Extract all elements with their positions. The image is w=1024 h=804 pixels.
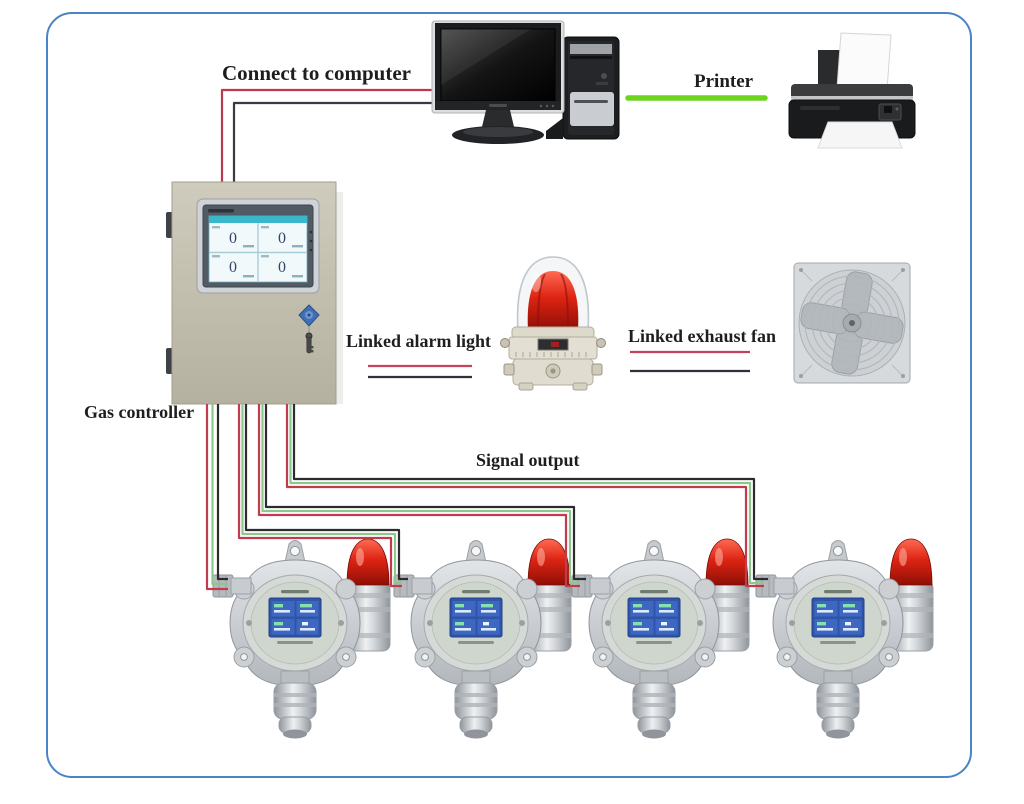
fan-grille xyxy=(804,275,900,371)
label-linked-exhaust-fan: Linked exhaust fan xyxy=(628,326,777,346)
signal-output-wires xyxy=(205,404,768,591)
printer-paper-input xyxy=(836,32,892,91)
signal-wire-2-black xyxy=(244,404,408,581)
computer-wire-black xyxy=(232,101,445,182)
channel-2-value: 0 xyxy=(278,230,286,247)
signal-wire-1-black xyxy=(216,404,228,581)
signal-wire-4-black xyxy=(292,404,768,581)
exhaust-fan-link-lines xyxy=(630,350,750,373)
gas-detector-2 xyxy=(393,538,572,739)
gas-controller-unit: 0 0 0 0 xyxy=(166,181,343,405)
diagram-border xyxy=(46,12,972,778)
exhaust-fan-device xyxy=(793,262,911,384)
signal-wire-3-red xyxy=(257,404,580,588)
channel-3-value: 0 xyxy=(229,259,237,276)
computer-wire-red xyxy=(220,88,445,182)
desktop-computer xyxy=(431,20,620,144)
label-gas-controller: Gas controller xyxy=(84,402,195,422)
signal-wire-4-red xyxy=(285,404,764,588)
gas-detector-4 xyxy=(755,538,934,739)
signal-wire-1-green xyxy=(211,404,228,586)
controller-brand-mark xyxy=(208,209,234,213)
cabinet-key-lock xyxy=(298,304,320,354)
channel-4-value: 0 xyxy=(278,259,286,276)
alarm-light-link-lines xyxy=(368,364,472,379)
computer-link-wires xyxy=(220,88,445,182)
label-linked-alarm-light: Linked alarm light xyxy=(346,331,492,351)
signal-wire-3-black xyxy=(264,404,586,581)
printer-paper-output xyxy=(817,121,903,149)
signal-wire-1-red xyxy=(205,404,228,591)
channel-1-value: 0 xyxy=(229,230,237,247)
signal-wire-4-green xyxy=(289,404,764,585)
monitor-stand xyxy=(481,110,515,131)
controller-lcd: 0 0 0 0 xyxy=(208,215,308,283)
label-signal-output: Signal output xyxy=(476,450,580,470)
monitor-screen xyxy=(440,28,556,102)
signal-wire-3-green xyxy=(261,404,580,585)
printer-device xyxy=(788,32,916,149)
label-printer: Printer xyxy=(694,71,754,92)
gas-detector-1 xyxy=(212,538,391,739)
alarm-light-device xyxy=(500,256,606,391)
gas-detector-3 xyxy=(571,538,750,739)
tower-lower-panel xyxy=(570,92,614,126)
signal-wire-2-green xyxy=(241,404,402,585)
signal-wire-2-red xyxy=(237,404,402,588)
label-connect-to-computer: Connect to computer xyxy=(222,61,411,85)
